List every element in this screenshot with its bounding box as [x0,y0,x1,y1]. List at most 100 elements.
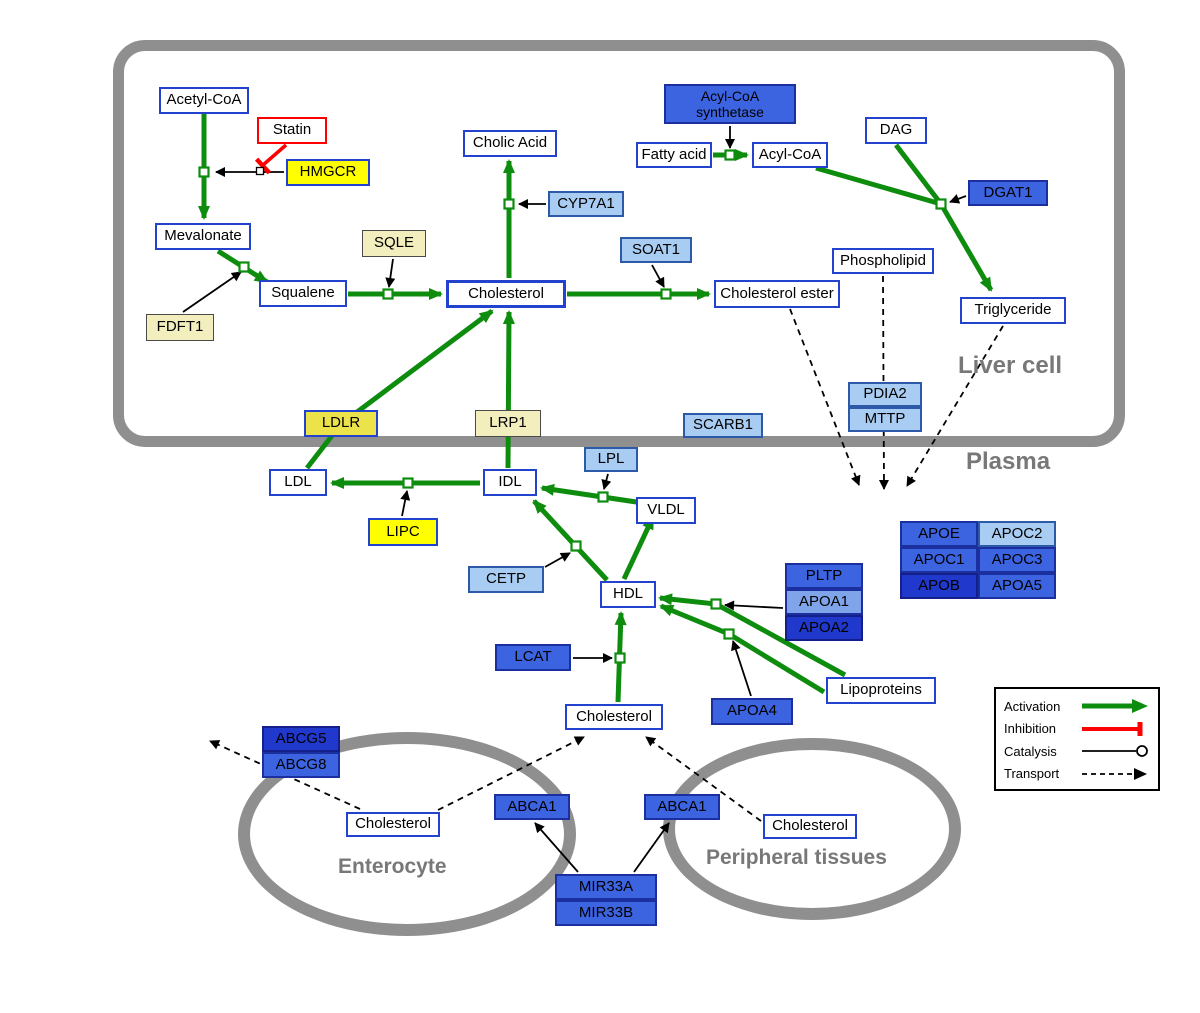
activation-arrow-icon [1082,699,1148,713]
statin-inhibition-tbar [254,157,272,175]
transport-dashed-arrow-icon [1082,767,1147,780]
node-lpl[interactable]: LPL [584,447,638,472]
node-mir33b[interactable]: MIR33B [555,900,657,926]
node-sqle[interactable]: SQLE [362,230,426,257]
liver-cell-compartment [113,40,1125,447]
edge-phospholipid-secretion [878,275,889,490]
edge-idl-lrp1-cholesterol [502,310,515,469]
node-apoa2[interactable]: APOA2 [785,615,863,641]
plasma-label: Plasma [966,448,1051,475]
node-apoa1[interactable]: APOA1 [785,589,863,615]
node-apob[interactable]: APOB [900,573,978,599]
edge-acylcoa-dgat1node [815,165,942,207]
node-cyp7a1[interactable]: CYP7A1 [548,191,624,217]
edge-statin-inhibits-hmgcr [261,143,288,167]
node-scarb1[interactable]: SCARB1 [683,413,763,438]
edge-peripheral-cholesterol-efflux [645,736,762,822]
node-apoc2[interactable]: APOC2 [978,521,1056,547]
node-acyl-coa[interactable]: Acyl-CoA [752,142,828,168]
node-acyl-coa-synthetase[interactable]: Acyl-CoA synthetase [664,84,796,124]
node-mevalonate[interactable]: Mevalonate [155,223,251,250]
node-apoa4[interactable]: APOA4 [711,698,793,725]
node-triglyceride[interactable]: Triglyceride [960,297,1066,324]
legend: Activation Inhibition Catalysis Transpor… [994,687,1160,791]
node-apoe[interactable]: APOE [900,521,978,547]
edge-triglyceride-secretion [906,325,1004,487]
edge-mir33-abca1-enterocyte [534,822,579,873]
edge-lipc-catalysis [400,490,411,517]
node-dag[interactable]: DAG [865,117,927,144]
node-phospholipid[interactable]: Phospholipid [832,248,934,274]
legend-activation-label: Activation [1004,698,1061,714]
node-lrp1[interactable]: LRP1 [475,410,541,437]
inhibition-tbar-icon [1082,721,1143,736]
node-squalene[interactable]: Squalene [259,280,347,307]
inhibition-edges [254,143,288,175]
edge-sqle-catalysis [385,258,396,288]
reaction-anchors [198,149,947,664]
node-lipoproteins[interactable]: Lipoproteins [826,677,936,704]
node-ldl[interactable]: LDL [269,469,327,496]
node-soat1[interactable]: SOAT1 [620,237,692,263]
node-apoc1[interactable]: APOC1 [900,547,978,573]
edge-apoa-group-catalysis [724,600,784,611]
node-apoa5[interactable]: APOA5 [978,573,1056,599]
edge-lpl-catalysis [601,473,612,490]
legend-inhibition-label: Inhibition [1004,721,1057,737]
node-lipc[interactable]: LIPC [368,518,438,546]
node-cholesterol-enterocyte[interactable]: Cholesterol [346,812,440,837]
catalysis-circle-icon [1082,745,1148,758]
edge-cholesterolester-secretion [789,308,861,486]
node-dgat1[interactable]: DGAT1 [968,180,1048,206]
node-fdft1[interactable]: FDFT1 [146,314,214,341]
edge-apoa4-catalysis [731,640,752,697]
node-abca1-peripheral[interactable]: ABCA1 [644,794,720,820]
edge-dgat1node-triglyceride [938,202,994,292]
catalysis-anchor [255,166,265,176]
node-fatty-acid[interactable]: Fatty acid [636,142,712,168]
node-lcat[interactable]: LCAT [495,644,571,671]
node-pdia2[interactable]: PDIA2 [848,382,922,407]
edge-mir33-abca1-peripheral [633,822,670,873]
legend-transport-row: Transport [1004,763,1150,785]
node-abca1-enterocyte[interactable]: ABCA1 [494,794,570,820]
edge-hdl-vldl [621,515,656,581]
node-mir33a[interactable]: MIR33A [555,874,657,900]
node-acetyl-coa[interactable]: Acetyl-CoA [159,87,249,114]
legend-inhibition-row: Inhibition [1004,718,1150,740]
node-ldlr[interactable]: LDLR [304,410,378,437]
catalysis-edges [182,126,967,873]
node-idl[interactable]: IDL [483,469,537,496]
legend-activation-row: Activation [1004,695,1150,717]
legend-catalysis-label: Catalysis [1004,743,1057,759]
node-cetp[interactable]: CETP [468,566,544,593]
node-pltp[interactable]: PLTP [785,563,863,589]
enterocyte-label: Enterocyte [338,855,447,878]
edge-fdft1-catalysis [182,271,242,313]
node-hdl[interactable]: HDL [600,581,656,608]
edge-enterocyte-cholesterol-efflux [437,736,585,811]
node-cholesterol-plasma[interactable]: Cholesterol [565,704,663,730]
node-abcg5[interactable]: ABCG5 [262,726,340,752]
node-cholesterol-liver[interactable]: Cholesterol [446,280,566,308]
legend-transport-label: Transport [1004,766,1060,782]
peripheral-tissues-label: Peripheral tissues [706,846,887,869]
legend-catalysis-row: Catalysis [1004,740,1150,762]
node-cholesterol-peripheral[interactable]: Cholesterol [763,814,857,839]
node-vldl[interactable]: VLDL [636,497,696,524]
node-cholesterol-ester[interactable]: Cholesterol ester [714,280,840,308]
node-apoc3[interactable]: APOC3 [978,547,1056,573]
node-abcg8[interactable]: ABCG8 [262,752,340,778]
liver-cell-label: Liver cell [958,352,1063,379]
edge-ldl-ldlr-cholesterol [305,308,494,470]
edge-soat1-catalysis [651,264,665,288]
node-statin[interactable]: Statin [257,117,327,144]
node-hmgcr[interactable]: HMGCR [286,159,370,186]
edge-cetp-catalysis [544,552,571,568]
node-cholic-acid[interactable]: Cholic Acid [463,130,557,157]
edge-vldl-idl [540,483,644,506]
edge-dgat1-catalysis [949,194,967,204]
node-mttp[interactable]: MTTP [848,407,922,432]
